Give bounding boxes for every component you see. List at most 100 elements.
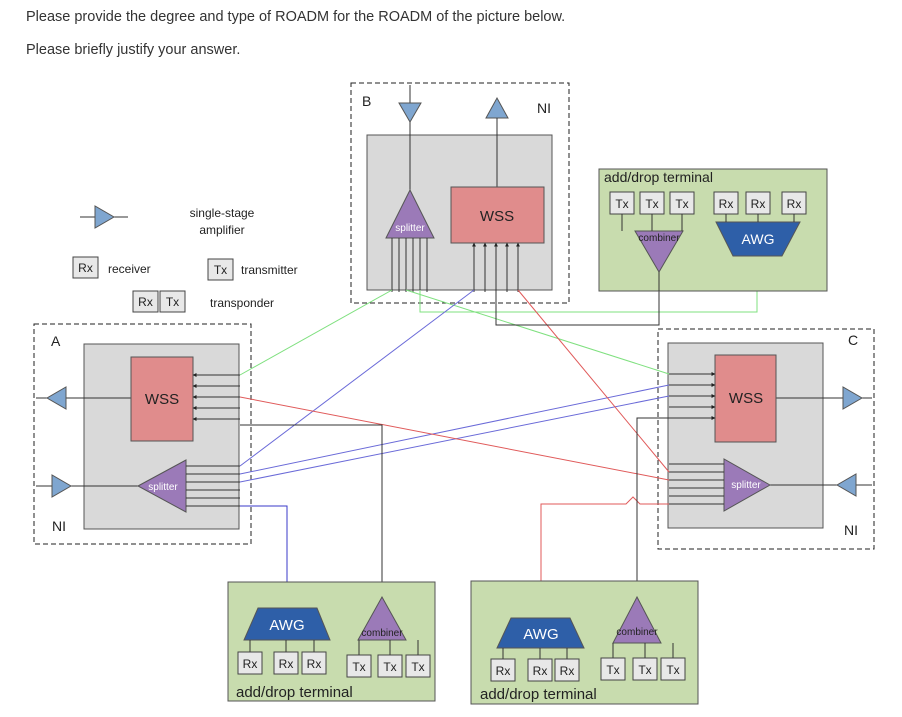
terminal-bl-tx-2-label: Tx <box>383 660 396 674</box>
terminal-tr-title: add/drop terminal <box>604 169 713 185</box>
link-blue-a-term <box>240 505 288 610</box>
legend-tx-text: Tx <box>214 263 227 277</box>
terminal-bl-box <box>227 581 436 702</box>
link-green-b-c <box>405 289 670 375</box>
terminal-bm-awg <box>496 617 585 649</box>
terminal-bl-tx-1-label: Tx <box>352 660 365 674</box>
links <box>239 252 758 618</box>
legend-tx-box <box>207 258 234 281</box>
node-a-splitter-icon <box>136 459 187 513</box>
node-b-wss-ports <box>472 242 520 292</box>
node-a-wss-label: WSS <box>145 391 179 408</box>
terminal-bm-combiner-icon <box>612 595 662 644</box>
node-a: A NI WSS splitter <box>33 323 252 545</box>
node-b-output-amplifier-icon <box>485 96 509 119</box>
link-red-b-c <box>517 289 670 473</box>
node-a-label: A <box>51 333 61 349</box>
terminal-bm-wiring <box>502 643 674 659</box>
node-c-boundary <box>657 328 875 550</box>
terminal-bl-tx-3 <box>405 654 431 678</box>
terminal-tr-combiner-icon <box>634 230 684 273</box>
link-red-c-term <box>540 496 669 618</box>
node-b-ni: NI <box>537 100 551 116</box>
node-c-splitter-ports <box>669 463 724 505</box>
node-b: B NI splitter WSS <box>350 82 570 304</box>
node-c-ni: NI <box>844 522 858 538</box>
terminal-bm-rx-2-label: Rx <box>533 664 548 678</box>
terminal-tr-tx-1-label: Tx <box>615 197 628 211</box>
terminal-tr-tx-3-label: Tx <box>675 197 688 211</box>
terminal-bm-awg-label: AWG <box>523 626 558 643</box>
terminal-bl-tx-1 <box>346 654 372 678</box>
terminal-bm-tx-1 <box>600 657 626 681</box>
terminal-bl-rx-1 <box>237 651 263 675</box>
node-c-input-amplifier-icon <box>836 473 857 497</box>
terminal-bm-title: add/drop terminal <box>480 686 597 703</box>
node-b-splitter-label: splitter <box>395 223 425 234</box>
node-c: C NI WSS splitter <box>657 328 875 550</box>
legend-transponder-rx: Rx <box>138 295 153 309</box>
legend-receiver: receiver <box>108 262 151 276</box>
link-blue-b-a <box>239 289 475 467</box>
terminal-bm-rx-1 <box>490 658 516 682</box>
terminal-bl-combiner-label: combiner <box>361 628 403 639</box>
terminal-tr-rx-3-label: Rx <box>787 197 802 211</box>
node-c-output-amplifier-icon <box>842 386 863 410</box>
amplifier-icon <box>94 205 115 229</box>
terminal-tr-combiner-label: combiner <box>638 233 680 244</box>
question-line-1: Please provide the degree and type of RO… <box>26 9 566 25</box>
terminal-bl-title: add/drop terminal <box>236 684 353 701</box>
link-green-b-a <box>239 289 393 376</box>
terminal-bl-rx-3-label: Rx <box>307 657 322 671</box>
terminal-bm-tx-3-label: Tx <box>666 663 679 677</box>
legend-amp-line2: amplifier <box>199 223 244 237</box>
terminal-tr-tx-2-label: Tx <box>645 197 658 211</box>
terminal-bm-tx-2-label: Tx <box>638 663 651 677</box>
node-b-boundary <box>350 82 570 304</box>
node-a-input-amplifier-icon <box>51 474 72 498</box>
terminal-bottom-left: add/drop terminal AWG combiner Rx Rx Rx … <box>227 581 436 702</box>
legend-rx-text: Rx <box>78 261 93 275</box>
node-b-splitter-icon <box>385 188 435 239</box>
node-c-wss-ports <box>669 372 716 420</box>
legend: single-stage amplifier Rx receiver Tx tr… <box>72 205 298 313</box>
terminal-top-right: add/drop terminal Tx Tx Tx Rx Rx Rx comb… <box>598 168 828 292</box>
link-red-a-c <box>239 396 670 481</box>
legend-transponder-tx-box <box>159 290 186 313</box>
node-a-splitter-ports <box>186 465 240 507</box>
terminal-tr-awg-label: AWG <box>742 231 775 247</box>
terminal-bottom-mid: add/drop terminal AWG combiner Rx Rx Rx … <box>470 580 699 705</box>
terminal-bl-combiner-icon <box>357 595 407 641</box>
terminal-tr-wiring <box>621 214 795 291</box>
terminal-bl-rx-3 <box>301 651 327 675</box>
terminal-bm-rx-3 <box>554 658 580 682</box>
legend-transponder: transponder <box>210 296 274 310</box>
node-a-boundary <box>33 323 252 545</box>
terminal-bm-tx-1-label: Tx <box>606 663 619 677</box>
legend-amp-line1: single-stage <box>190 206 255 220</box>
link-black-termbl-a <box>240 424 383 598</box>
node-c-splitter-icon <box>723 458 772 512</box>
terminal-bm-rx-1-label: Rx <box>496 664 511 678</box>
node-b-label: B <box>362 93 371 109</box>
terminal-bl-wiring <box>249 640 419 655</box>
terminal-tr-awg <box>715 221 801 257</box>
legend-transponder-rx-box <box>132 290 159 313</box>
node-c-label: C <box>848 332 858 348</box>
node-b-wss-label: WSS <box>480 208 514 225</box>
terminal-tr-rx-2-label: Rx <box>751 197 766 211</box>
terminal-bl-awg <box>243 607 331 641</box>
legend-transmitter: transmitter <box>241 263 298 277</box>
node-a-ni: NI <box>52 518 66 534</box>
node-c-wss-label: WSS <box>729 390 763 407</box>
node-a-splitter-label: splitter <box>148 482 178 493</box>
terminal-bl-tx-3-label: Tx <box>411 660 424 674</box>
node-a-wss-ports <box>192 373 240 421</box>
link-blue-a-c-1 <box>239 384 670 475</box>
terminal-bm-rx-3-label: Rx <box>560 664 575 678</box>
terminal-bl-awg-label: AWG <box>269 617 304 634</box>
question-line-2: Please briefly justify your answer. <box>26 42 241 58</box>
terminal-bl-tx-2 <box>377 654 403 678</box>
node-a-wss <box>130 356 194 442</box>
